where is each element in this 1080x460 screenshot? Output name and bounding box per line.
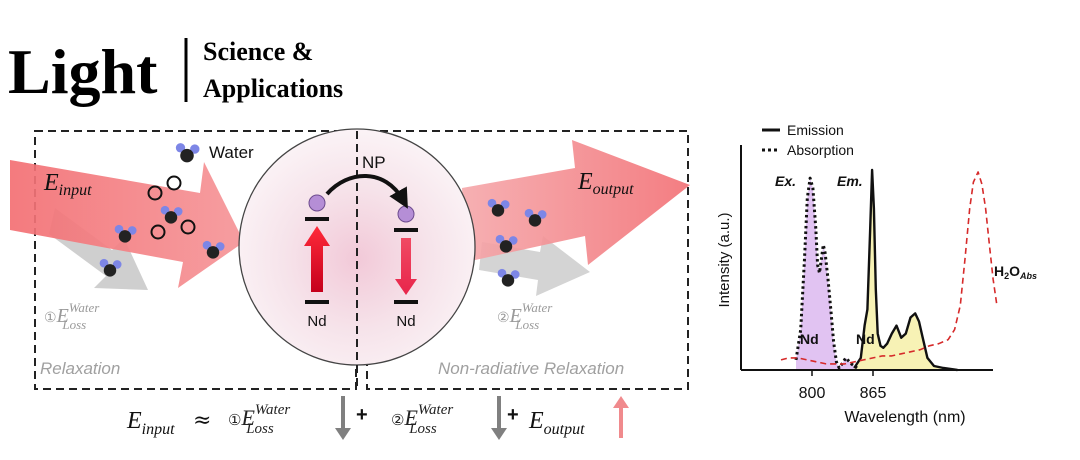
increase-arrow xyxy=(613,396,629,438)
absorption-series-line xyxy=(794,176,858,370)
eq-plus1: + xyxy=(356,404,368,426)
eq-plus2: + xyxy=(507,404,519,426)
y-axis-label: Intensity (a.u.) xyxy=(716,212,733,307)
annotation-nd-emission: Nd xyxy=(856,331,875,347)
eq-e-input: Einput xyxy=(126,408,175,438)
nd-levels-right: Nd xyxy=(394,205,418,330)
x-tick-label: 865 xyxy=(860,385,887,402)
legend-absorption-label: Absorption xyxy=(787,142,854,158)
emission-arrow xyxy=(395,238,417,295)
output-energy-arrow xyxy=(462,140,690,265)
np-label: NP xyxy=(362,153,386,172)
photon-circle xyxy=(150,224,166,240)
legend-emission-label: Emission xyxy=(787,122,844,138)
logo-subtitle-line2: Applications xyxy=(203,74,343,103)
h2o-absorption-series-line xyxy=(780,171,998,365)
spectrum-chart: 800 865 Emission Absorption Ex. Em. Nd Nd… xyxy=(716,122,1037,426)
e-output-label: Eoutput xyxy=(577,169,634,198)
energy-transfer-arrow xyxy=(325,174,408,209)
water-label: Water xyxy=(209,143,254,162)
annotation-nd-absorption: Nd xyxy=(800,331,819,347)
electron-dot xyxy=(397,205,415,223)
photon-circle xyxy=(147,185,163,201)
photon-circle xyxy=(166,175,182,191)
decrease-arrow xyxy=(491,396,507,440)
nonradiative-relaxation-label: Non-radiative Relaxation xyxy=(438,359,624,378)
excitation-arrow xyxy=(304,226,330,292)
chart-legend: Emission Absorption xyxy=(762,122,854,158)
decrease-arrow xyxy=(335,396,351,440)
water-molecule-icon xyxy=(175,143,200,163)
photon-circle xyxy=(180,219,196,235)
e-input-label: Einput xyxy=(43,170,92,199)
electron-dot xyxy=(308,194,326,212)
logo-main: Light xyxy=(8,36,158,107)
emission-series-line xyxy=(853,168,958,372)
annotation-h2o-abs: H2OAbs xyxy=(994,263,1037,281)
nd-levels-left: Nd xyxy=(304,194,330,330)
x-axis-label: Wavelength (nm) xyxy=(844,409,965,426)
journal-logo: Light Science & Applications xyxy=(8,36,343,107)
x-tick-label: 800 xyxy=(799,385,826,402)
eq-approx: ≈ xyxy=(193,408,211,433)
annotation-ex: Ex. xyxy=(775,173,796,189)
input-energy-arrow xyxy=(10,160,244,288)
logo-subtitle-line1: Science & xyxy=(203,37,313,66)
annotation-em: Em. xyxy=(837,173,863,189)
nd-label-right: Nd xyxy=(396,313,415,330)
eq-e-output: Eoutput xyxy=(528,408,585,438)
nd-label-left: Nd xyxy=(307,313,326,330)
relaxation-label: Relaxation xyxy=(40,359,120,378)
